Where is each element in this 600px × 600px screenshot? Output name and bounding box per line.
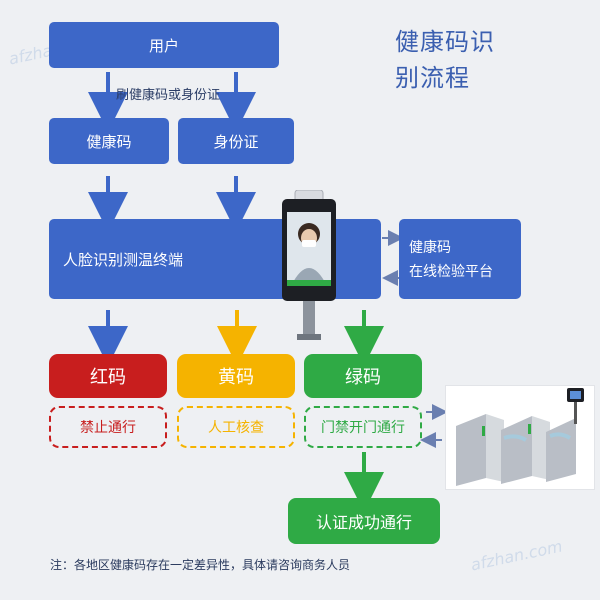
- red-code-node: 红码: [49, 354, 167, 398]
- platform-label-2: 在线检验平台: [409, 264, 493, 280]
- yellow-action-node: 人工核查: [177, 406, 295, 448]
- face-terminal-device: [281, 189, 337, 342]
- red-action-node: 禁止通行: [49, 406, 167, 448]
- swipe-label: 刷健康码或身份证: [116, 88, 221, 103]
- health-code-node: 健康码: [49, 118, 169, 164]
- success-node: 认证成功通行: [288, 498, 440, 544]
- user-node: 用户: [49, 22, 279, 68]
- footnote: 注：各地区健康码存在一定差异性，具体请咨询商务人员: [50, 558, 351, 572]
- platform-label-1: 健康码: [409, 240, 451, 256]
- terminal-label: 人脸识别测温终端: [63, 250, 184, 269]
- turnstile-gate-image: [445, 385, 595, 490]
- title-line-1: 健康码识: [395, 28, 495, 56]
- green-code-node: 绿码: [304, 354, 422, 398]
- green-action-node: 门禁开门通行: [304, 406, 422, 448]
- platform-node: 健康码 在线检验平台: [399, 219, 521, 299]
- id-card-node: 身份证: [178, 118, 294, 164]
- title-line-2: 别流程: [395, 64, 470, 92]
- yellow-code-node: 黄码: [177, 354, 295, 398]
